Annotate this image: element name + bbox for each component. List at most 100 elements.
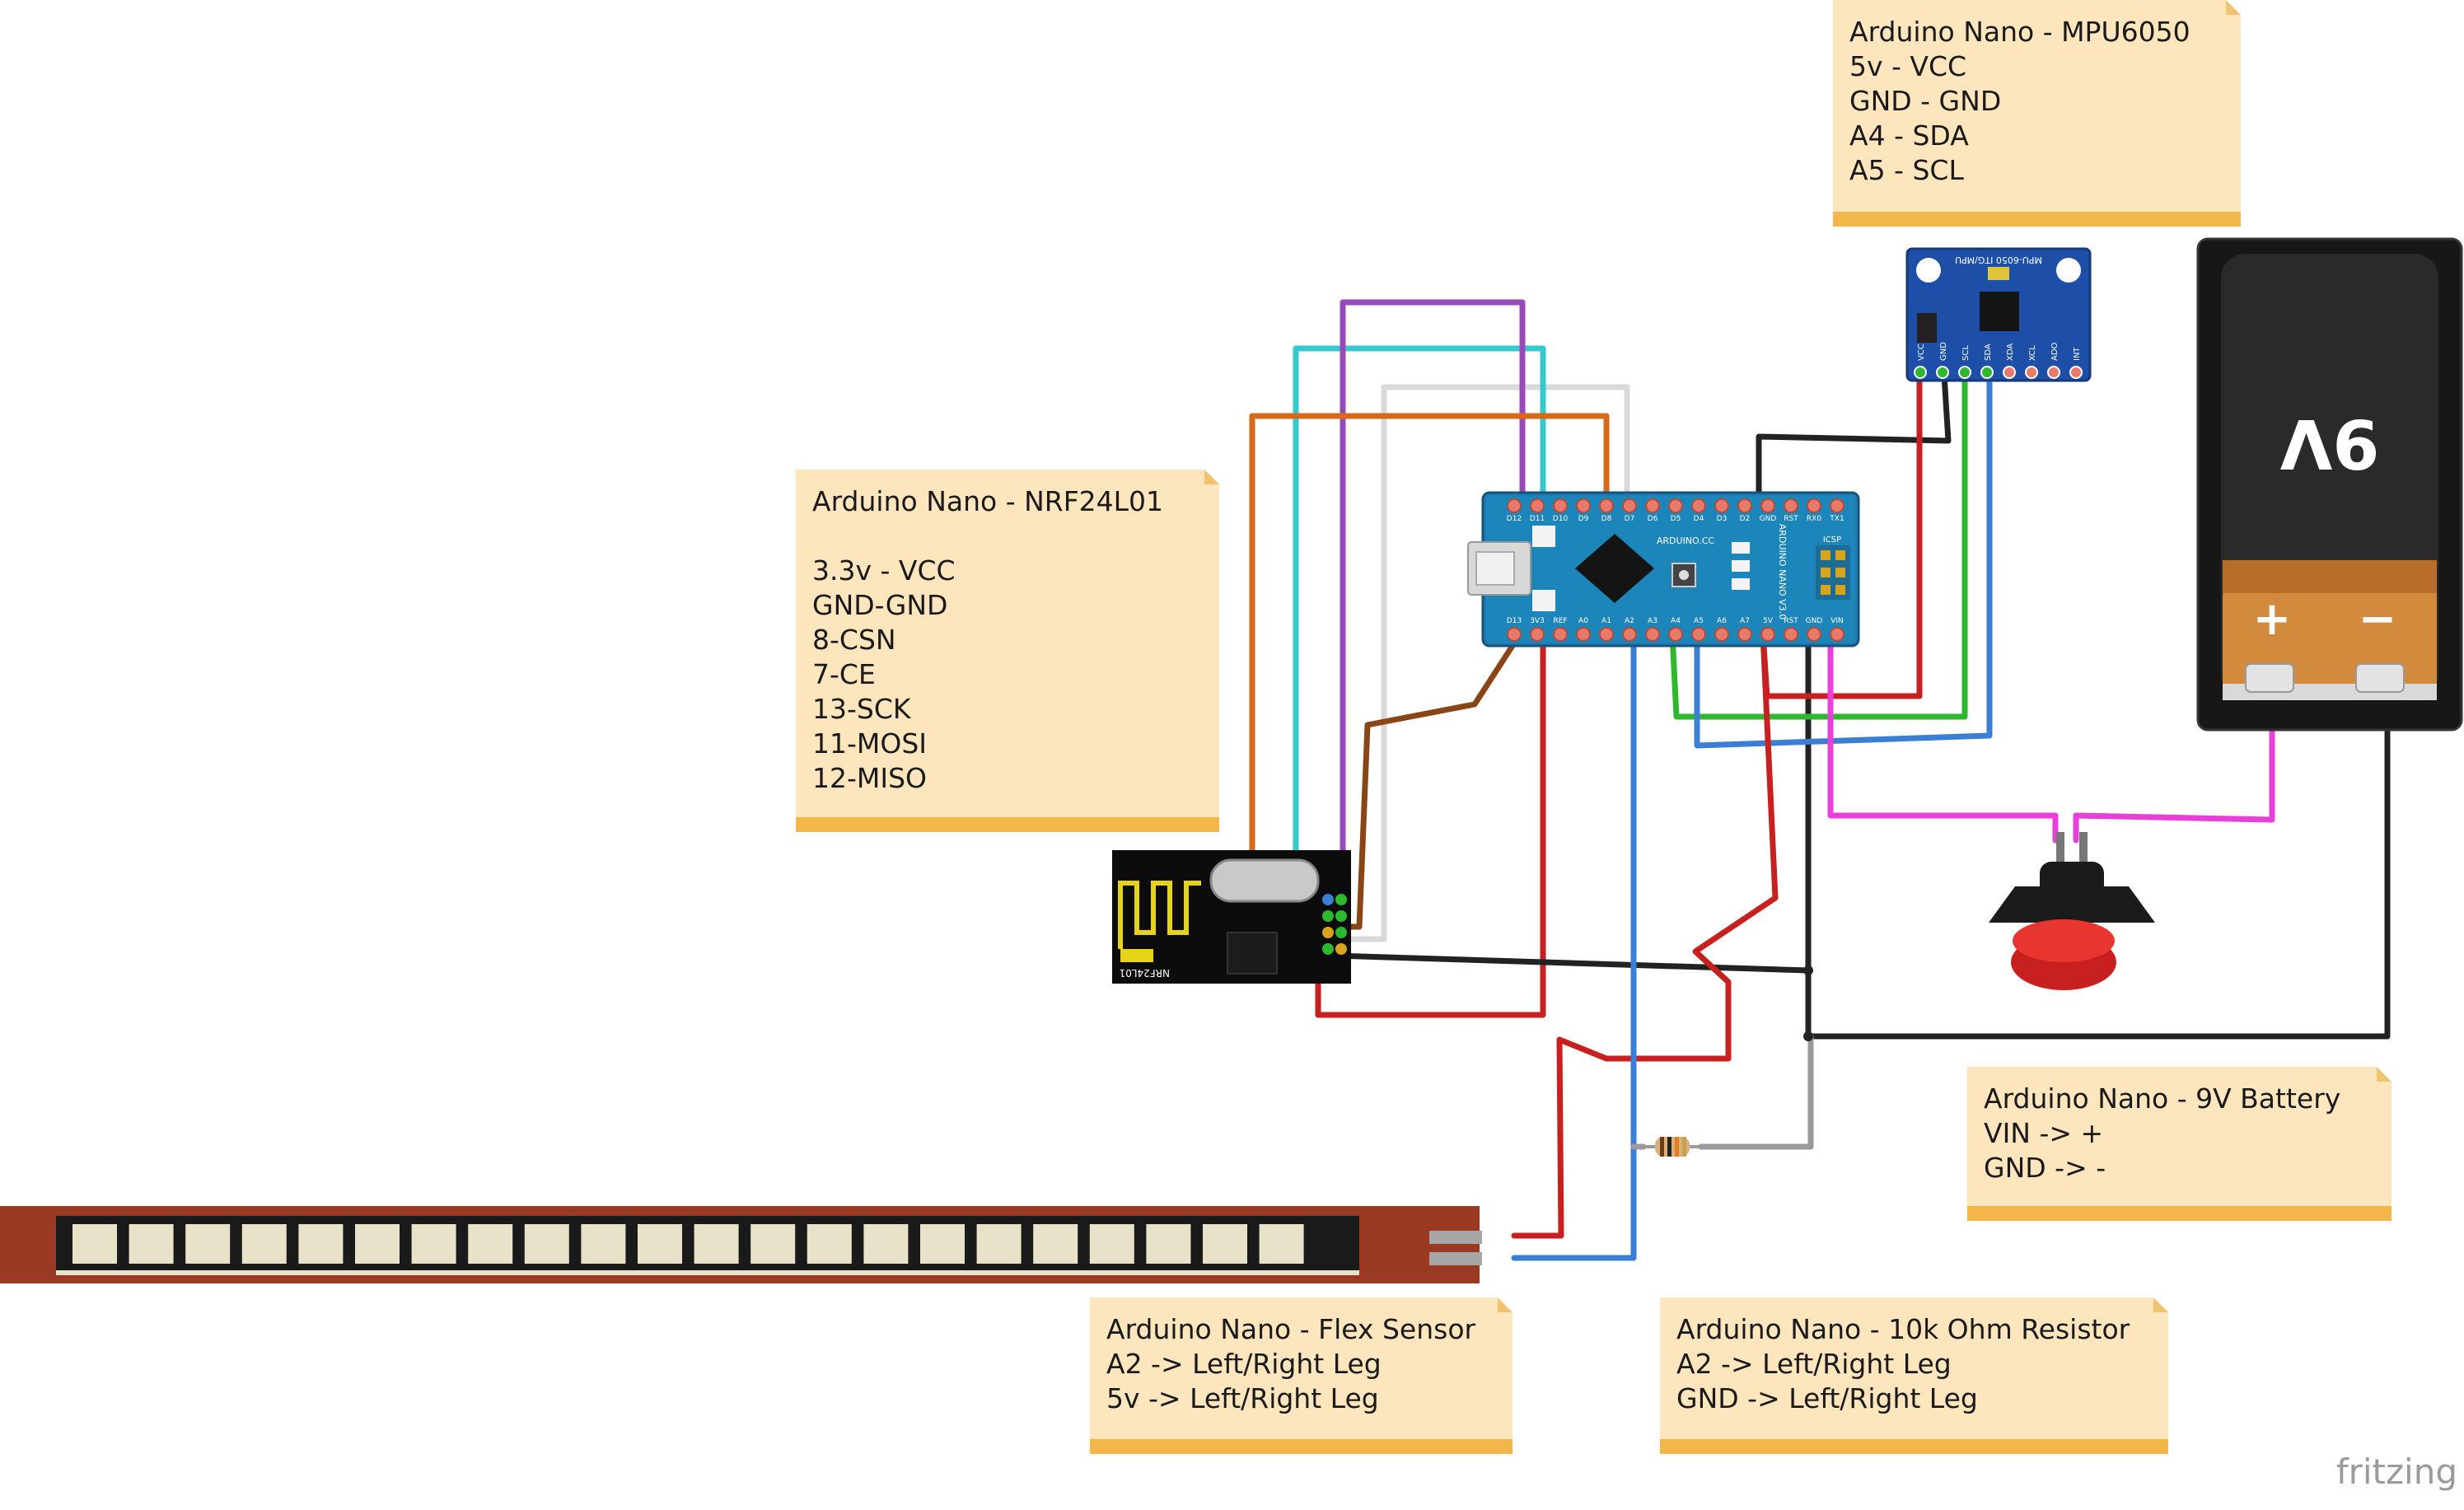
mpu-pin-ado[interactable] <box>2047 366 2060 379</box>
nano-pin-d9[interactable] <box>1576 498 1591 513</box>
mpu-title-label: MPU-6050 ITG/MPU <box>1955 255 2042 265</box>
flex-segment <box>468 1224 513 1264</box>
nano-pin-d11[interactable] <box>1530 498 1545 513</box>
note-line: GND -> - <box>1984 1152 2106 1184</box>
nano-pin-5v[interactable] <box>1760 627 1775 642</box>
wire-blue-sda[interactable] <box>1694 372 1993 749</box>
nano-pin-label: GND <box>1760 515 1777 523</box>
nano-pin-d4[interactable] <box>1691 498 1706 513</box>
note-line: Arduino Nano - 10k Ohm Resistor <box>1676 1313 2130 1345</box>
battery-9v[interactable]: 9V + − <box>2196 237 2463 732</box>
mpu-pin-xcl[interactable] <box>2025 366 2038 379</box>
battery-plus-terminal <box>2245 663 2294 693</box>
nano-pin-rst[interactable] <box>1784 498 1798 513</box>
nano-pin-label: D10 <box>1553 515 1569 523</box>
nano-pin-3v3[interactable] <box>1530 627 1545 642</box>
wire-magenta-vin[interactable] <box>1827 631 2275 844</box>
wire-black-battery-gnd[interactable] <box>1805 705 2391 1040</box>
nano-pin-label: D12 <box>1507 515 1522 523</box>
nano-pin-vin[interactable] <box>1830 627 1844 642</box>
nano-pin-a3[interactable] <box>1645 627 1660 642</box>
nano-pin-d7[interactable] <box>1622 498 1637 513</box>
nano-pin-a0[interactable] <box>1576 627 1591 642</box>
mpu-pin-sda[interactable] <box>1980 366 1994 379</box>
nano-pin-a6[interactable] <box>1714 627 1729 642</box>
note-line: VIN -> + <box>1984 1117 2104 1149</box>
nano-pin-a4[interactable] <box>1668 627 1683 642</box>
note-line: A2 -> Left/Right Leg <box>1676 1348 1952 1380</box>
nano-pin-a5[interactable] <box>1691 627 1706 642</box>
mpu-pin-label: XDA <box>2006 344 2015 361</box>
note-line: A5 - SCL <box>1849 154 1964 186</box>
nano-pin-gnd[interactable] <box>1807 627 1821 642</box>
wire-red-5v-flex[interactable] <box>1511 631 1779 1239</box>
nano-pin-ref[interactable] <box>1553 627 1568 642</box>
wire-black-mpu-gnd[interactable] <box>1756 372 1952 514</box>
nano-pin-label: RST <box>1784 515 1798 523</box>
nano-pin-d3[interactable] <box>1714 498 1729 513</box>
nano-pin-label: REF <box>1553 617 1567 625</box>
note-line: 8-CSN <box>812 624 896 656</box>
nano-pin-d8[interactable] <box>1599 498 1614 513</box>
flex-segment <box>72 1224 117 1264</box>
flex-leg-bottom <box>1429 1252 1482 1265</box>
resistor-10k[interactable] <box>1643 1137 1701 1157</box>
flex-sensor[interactable] <box>0 1206 1482 1283</box>
mpu-pin-xda[interactable] <box>2003 366 2016 379</box>
mpu-pin-gnd[interactable] <box>1936 366 1949 379</box>
flex-segment <box>411 1224 456 1264</box>
nano-pin-tx1[interactable] <box>1830 498 1844 513</box>
wire-blue-a2[interactable] <box>1511 631 1637 1261</box>
wire-green-scl[interactable] <box>1669 372 1968 720</box>
nano-pin-label: A4 <box>1671 617 1681 625</box>
nano-pin-a1[interactable] <box>1599 627 1614 642</box>
nano-pin-d10[interactable] <box>1553 498 1568 513</box>
note-line: 7-CE <box>812 658 876 690</box>
nano-pin-a7[interactable] <box>1737 627 1752 642</box>
mpu-pin-int[interactable] <box>2069 366 2083 379</box>
nano-pin-label: A1 <box>1601 617 1611 625</box>
mpu-pin-scl[interactable] <box>1958 366 1971 379</box>
flex-segment <box>581 1224 626 1264</box>
mpu-pin-label: SCL <box>1961 345 1971 361</box>
note-line: 13-SCK <box>812 693 911 725</box>
nano-pin-d5[interactable] <box>1668 498 1683 513</box>
nano-pin-label: D8 <box>1601 515 1612 523</box>
wire-white-miso[interactable] <box>1344 384 1630 942</box>
nano-pin-a2[interactable] <box>1622 627 1637 642</box>
nano-pin-label: GND <box>1806 617 1823 625</box>
nano-brand-label: ARDUINO.CC <box>1657 535 1715 546</box>
note-line <box>812 519 1203 554</box>
note-line: A2 -> Left/Right Leg <box>1106 1348 1382 1380</box>
nano-pin-gnd[interactable] <box>1760 498 1775 513</box>
wire-black-nrf-gnd[interactable] <box>1330 631 1812 1040</box>
flex-segment <box>694 1224 739 1264</box>
nano-pin-d13[interactable] <box>1507 627 1522 642</box>
battery-minus-label: − <box>2359 592 2397 646</box>
nano-pin-rx0[interactable] <box>1807 498 1821 513</box>
wire-gray-resistor[interactable] <box>1630 1033 1814 1150</box>
note-line: A4 - SDA <box>1849 119 1969 152</box>
note-line: 5v -> Left/Right Leg <box>1106 1382 1379 1414</box>
mpu-pin-label: INT <box>2073 347 2082 361</box>
push-button[interactable] <box>1989 832 2155 990</box>
note-line: 3.3v - VCC <box>812 554 956 587</box>
nano-pin-rst[interactable] <box>1784 627 1798 642</box>
mpu-pin-vcc[interactable] <box>1914 366 1927 379</box>
mpu-pin-label: VCC <box>1917 344 1926 361</box>
nano-pin-d2[interactable] <box>1737 498 1752 513</box>
nano-pin-d6[interactable] <box>1645 498 1660 513</box>
wire-brown-sck[interactable] <box>1335 631 1523 930</box>
note-line: 12-MISO <box>812 762 928 794</box>
flex-segment <box>1033 1224 1078 1264</box>
nrf24l01-module[interactable]: NRF24L01 <box>1112 850 1351 984</box>
antenna-trace <box>1118 881 1201 949</box>
flex-segment <box>750 1224 796 1264</box>
wire-red-3v3[interactable] <box>1315 631 1546 1018</box>
flex-segment <box>524 1224 569 1264</box>
nano-pin-d12[interactable] <box>1507 498 1522 513</box>
